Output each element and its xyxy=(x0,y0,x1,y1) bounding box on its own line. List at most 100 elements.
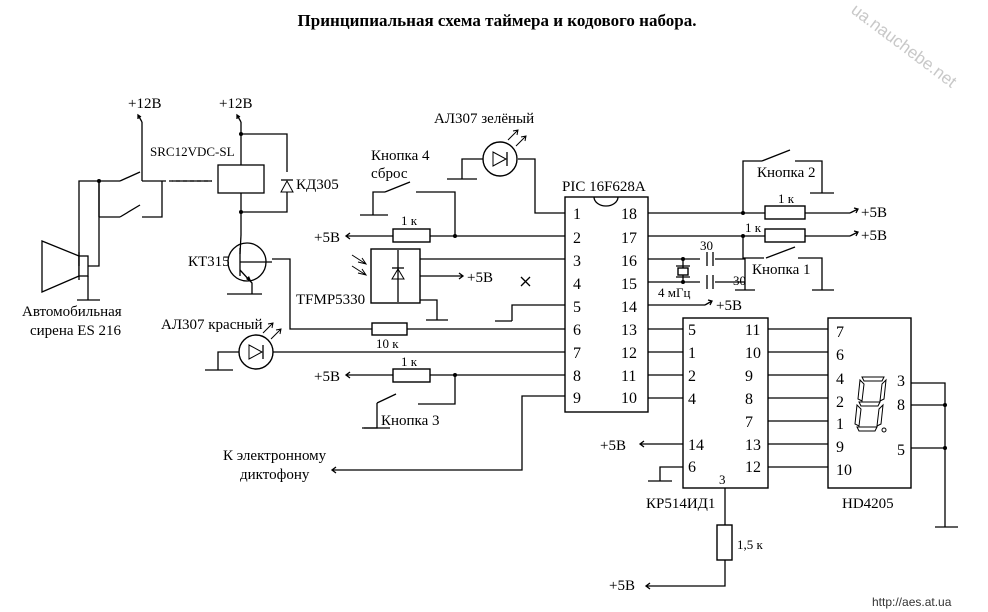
mcu-label: PIC 16F628A xyxy=(562,179,646,195)
display-label: HD4205 xyxy=(842,496,894,512)
resistor-r17 xyxy=(764,228,806,243)
power-5v-pin8: +5В xyxy=(314,369,340,385)
dec-pin-10: 10 xyxy=(745,345,761,362)
dictaphone-label-2: диктофону xyxy=(240,467,310,483)
wires-left xyxy=(41,122,288,301)
dec-pin-13: 13 xyxy=(745,437,761,454)
dec-pin-2: 2 xyxy=(688,368,696,385)
mcu-pin-14: 14 xyxy=(621,299,637,316)
mcu-pin-16: 16 xyxy=(621,253,637,270)
dec-pin-4: 4 xyxy=(688,391,696,408)
disp-pin-5: 5 xyxy=(897,442,905,459)
led-red xyxy=(205,322,282,371)
power-5v-ir: +5В xyxy=(467,270,493,286)
power-12v-a: +12В xyxy=(128,96,161,112)
led-green xyxy=(447,129,527,180)
disp-pin-10: 10 xyxy=(836,462,852,479)
button-2-label: Кнопка 2 xyxy=(757,165,816,181)
mcu-pin-2: 2 xyxy=(573,230,581,247)
mcu-pin-10: 10 xyxy=(621,390,637,407)
diagram-title: Принципиальная схема таймера и кодового … xyxy=(298,11,697,30)
mcu-pin-8: 8 xyxy=(573,368,581,385)
transistor-arrow xyxy=(246,276,252,283)
mcu-pin-3: 3 xyxy=(573,253,581,270)
dec-pin-6: 6 xyxy=(688,459,696,476)
ir-receiver-label: TFMP5330 xyxy=(296,292,365,308)
relay-label: SRC12VDC-SL xyxy=(150,144,235,159)
ir-receiver xyxy=(351,248,455,321)
r17-value: 1 к xyxy=(745,220,762,235)
mcu-pin-12: 12 xyxy=(621,345,637,362)
button-4-label-2: сброс xyxy=(371,166,408,182)
dec-pin-1: 1 xyxy=(688,345,696,362)
seven-segment-icon xyxy=(854,376,887,433)
resistor-10k xyxy=(371,322,408,336)
button-3-label: Кнопка 3 xyxy=(381,413,440,429)
r15k-value: 1,5 к xyxy=(737,537,764,552)
watermark-diagonal: ua.nauchebe.net xyxy=(848,0,961,92)
disp-pin-3: 3 xyxy=(897,373,905,390)
mcu-pin-18: 18 xyxy=(621,206,637,223)
disp-pin-4: 4 xyxy=(836,371,844,388)
wires-mcu-right xyxy=(648,160,850,399)
dec-pin-7: 7 xyxy=(745,414,753,431)
button-2 xyxy=(761,149,791,162)
button-3 xyxy=(362,393,397,429)
disp-pin-1: 1 xyxy=(836,416,844,433)
mcu-pin-5: 5 xyxy=(573,299,581,316)
dec-pin-3: 3 xyxy=(719,472,726,487)
c2-value: 30 xyxy=(733,273,746,288)
crystal-icon xyxy=(676,265,690,278)
led-red-label: АЛ307 красный xyxy=(161,317,263,333)
disp-pin-8: 8 xyxy=(897,397,905,414)
dec-pin-11: 11 xyxy=(745,322,760,339)
crystal-value: 4 мГц xyxy=(658,285,690,300)
button-1-label: Кнопка 1 xyxy=(752,262,811,278)
dec-pin-14: 14 xyxy=(688,437,704,454)
disp-pin-7: 7 xyxy=(836,324,844,341)
siren-label-2: сирена ES 216 xyxy=(30,323,122,339)
power-5v-r18: +5В xyxy=(861,205,887,221)
dictaphone-label-1: К электронному xyxy=(223,448,327,464)
transistor-label: КТ315 xyxy=(188,254,230,270)
mcu-pin-4: 4 xyxy=(573,276,581,293)
power-5v-decoder: +5В xyxy=(600,438,626,454)
power-5v-r17: +5В xyxy=(861,228,887,244)
display-chip: 7 6 4 2 1 9 10 3 8 5 HD4205 xyxy=(827,317,912,512)
mcu-pin-6: 6 xyxy=(573,322,581,339)
wires-mcu-left xyxy=(270,158,565,471)
power-5v-pin14: +5В xyxy=(716,298,742,314)
resistor-r18 xyxy=(764,205,806,220)
power-5v-bottom: +5В xyxy=(609,578,635,594)
decoder-chip: 5 1 2 4 14 6 11 10 9 8 7 13 12 3 КР514ИД… xyxy=(646,317,769,512)
mcu-pin-13: 13 xyxy=(621,322,637,339)
capacitor-c1 xyxy=(706,252,714,266)
power-12v-b: +12В xyxy=(219,96,252,112)
junction-dots xyxy=(97,132,947,450)
kd305-diode xyxy=(280,179,294,193)
mcu-pin-17: 17 xyxy=(621,230,637,247)
r3-value: 1 к xyxy=(401,354,418,369)
mcu-pin-1: 1 xyxy=(573,206,581,223)
disp-pin-2: 2 xyxy=(836,394,844,411)
c1-value: 30 xyxy=(700,238,713,253)
mcu-chip: PIC 16F628A 1 2 3 4 5 6 7 8 9 18 17 16 1… xyxy=(562,179,649,413)
mcu-pin-11: 11 xyxy=(621,368,636,385)
button-4 xyxy=(360,181,411,216)
disp-pin-9: 9 xyxy=(836,439,844,456)
dec-pin-8: 8 xyxy=(745,391,753,408)
disp-pin-6: 6 xyxy=(836,347,844,364)
r1-value: 1 к xyxy=(401,213,418,228)
resistor-15k xyxy=(716,524,733,561)
wires-decoder-display xyxy=(648,328,958,587)
dec-pin-5: 5 xyxy=(688,322,696,339)
button-1 xyxy=(765,246,796,259)
resistor-r3 xyxy=(392,368,431,383)
capacitor-c2 xyxy=(706,275,714,289)
button-4-label-1: Кнопка 4 xyxy=(371,148,430,164)
resistor-r1 xyxy=(392,228,431,243)
dec-pin-12: 12 xyxy=(745,459,761,476)
mcu-pin-9: 9 xyxy=(573,390,581,407)
led-green-label: АЛ307 зелёный xyxy=(434,111,534,127)
